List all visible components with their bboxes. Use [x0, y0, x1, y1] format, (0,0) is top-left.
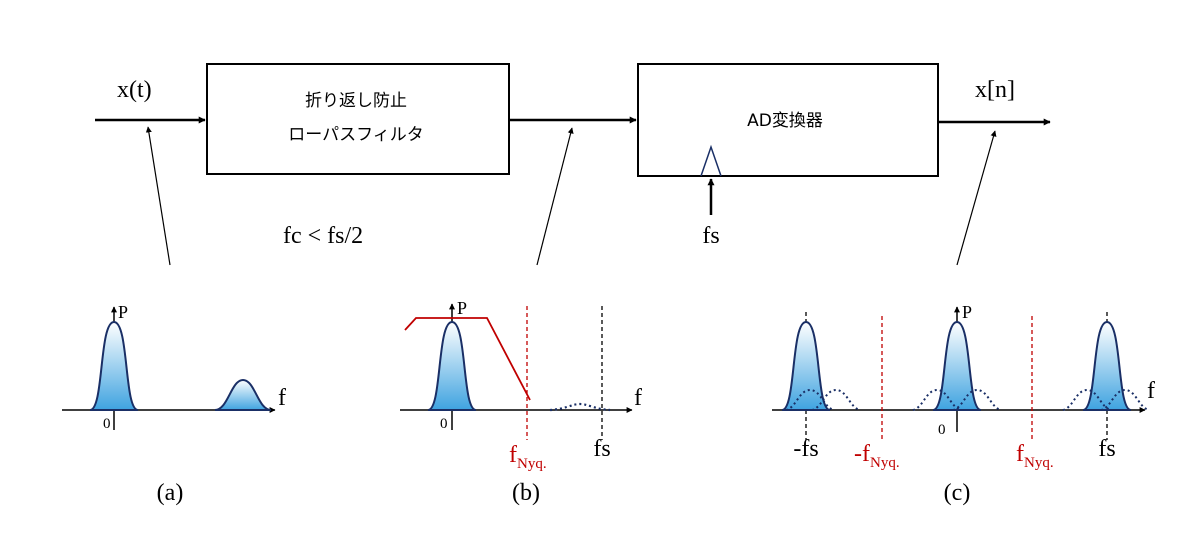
alias-image [952, 388, 1002, 411]
alias-image [785, 388, 835, 411]
spectrum-plot-c: P f 0 -fs -fNyq. fNyq. fs (c) [772, 302, 1155, 506]
anti-alias-filter-block [206, 63, 510, 175]
alias-images [785, 388, 1150, 411]
f-label: f [1147, 378, 1155, 404]
nyquist-sub: Nyq. [1024, 455, 1054, 471]
clock-label: fs [702, 223, 719, 249]
adc-label: AD変換器 [747, 111, 823, 131]
baseband-peak [427, 320, 477, 411]
filter-label-line2: ローパスフィルタ [288, 125, 424, 145]
fs-label: fs [1098, 436, 1115, 462]
nyquist-main: f [509, 442, 517, 468]
neg-nyquist-sub: Nyq. [870, 455, 900, 471]
alias-image [912, 388, 962, 411]
alias-image [811, 388, 861, 411]
nyquist-main: f [1016, 441, 1024, 467]
caption-c: (c) [944, 480, 971, 506]
peak-zero [932, 320, 982, 411]
output-label: x[n] [975, 77, 1015, 103]
high-frequency-peak [214, 378, 272, 411]
nyquist-label: fNyq. [509, 442, 547, 472]
alias-image [1100, 388, 1150, 411]
input-label: x(t) [117, 77, 152, 103]
p-label: P [457, 298, 467, 318]
neg-nyquist-label: -fNyq. [854, 441, 900, 471]
spectrum-plot-b: P f 0 fNyq. fs (b) [400, 298, 642, 506]
spectrum-plot-a: P f 0 (a) [62, 302, 286, 506]
filter-response [404, 317, 531, 401]
p-label: P [118, 302, 128, 322]
attenuated-peak [549, 402, 611, 412]
pointer-a [145, 126, 171, 266]
pointer-c [956, 130, 997, 266]
nyquist-sub: Nyq. [517, 456, 547, 472]
pointer-b [536, 127, 574, 266]
adc-block [637, 63, 939, 177]
peak-fs [1082, 320, 1132, 411]
fs-label: fs [593, 436, 610, 462]
f-label: f [634, 385, 642, 411]
clock-triangle-icon [700, 144, 722, 177]
alias-image [1062, 388, 1112, 411]
filter-label-line1: 折り返し防止 [305, 91, 407, 111]
caption-a: (a) [157, 480, 184, 506]
cutoff-condition: fc < fs/2 [283, 223, 363, 249]
zero-label: 0 [103, 416, 111, 432]
f-label: f [278, 385, 286, 411]
caption-b: (b) [512, 480, 540, 506]
zero-label: 0 [938, 422, 946, 438]
neg-fs-label: -fs [793, 436, 818, 462]
zero-label: 0 [440, 416, 448, 432]
p-label: P [962, 302, 972, 322]
baseband-peak [89, 320, 139, 411]
nyquist-label: fNyq. [1016, 441, 1054, 471]
peak-neg-fs [781, 320, 831, 411]
neg-nyquist-main: -f [854, 441, 870, 467]
